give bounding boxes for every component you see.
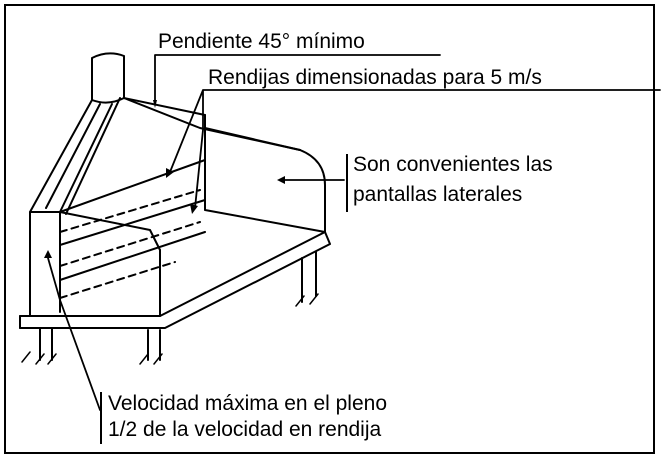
hood-roof-left xyxy=(29,97,121,215)
leg-marks xyxy=(21,293,319,365)
arrow-plenum xyxy=(44,250,52,258)
arrow-panels xyxy=(277,176,285,184)
table-top xyxy=(19,231,331,329)
arrow-slots-1 xyxy=(166,168,174,178)
back-wall xyxy=(59,159,206,281)
label-side-panels-1: Son convenientes las xyxy=(353,153,553,176)
arrow-slope xyxy=(153,100,157,108)
side-panel-top xyxy=(204,127,301,151)
leader-slope xyxy=(154,54,441,101)
leader-plenum-head xyxy=(47,257,61,301)
leg-right xyxy=(301,251,317,303)
leg-left xyxy=(39,327,53,361)
label-slots: Rendijas dimensionadas para 5 m/s xyxy=(208,66,542,89)
slot-dashed-1 xyxy=(59,189,201,233)
leg-front xyxy=(147,329,161,361)
duct xyxy=(91,52,125,101)
duct-bottom xyxy=(91,97,125,104)
label-slope: Pendiente 45° mínimo xyxy=(158,30,365,53)
hood-roof-back xyxy=(123,97,206,116)
plenum-front xyxy=(29,211,61,317)
slot-dashed-2 xyxy=(59,221,201,267)
leader-slots xyxy=(169,89,661,209)
label-side-panels-2: pantallas laterales xyxy=(353,183,523,206)
label-plenum-2: 1/2 de la velocidad en rendija xyxy=(108,418,382,441)
side-panel xyxy=(204,114,326,233)
label-plenum-1: Velocidad máxima en el pleno xyxy=(108,392,388,415)
hood-roof-ridge xyxy=(123,97,301,151)
bracket-plenum xyxy=(100,392,102,444)
leader-plenum xyxy=(59,299,101,411)
slot-dashed-3 xyxy=(59,261,176,299)
arrow-slots-2 xyxy=(190,204,198,214)
plenum-diag xyxy=(59,211,161,251)
bracket-panels xyxy=(346,154,348,212)
